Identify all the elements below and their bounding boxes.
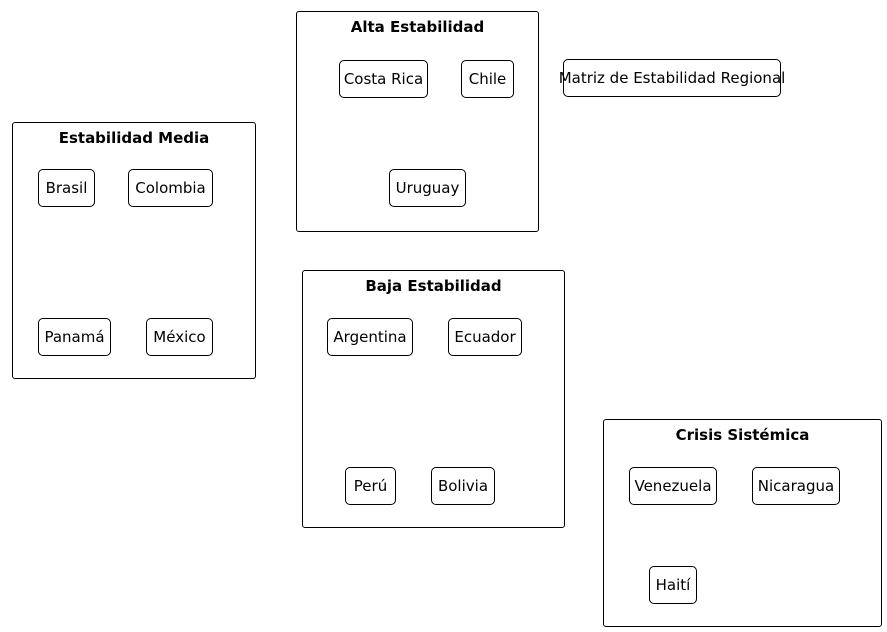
node-uruguay: Uruguay [389,169,466,207]
node-haiti-label: Haití [655,576,691,594]
node-ecuador-label: Ecuador [454,328,516,346]
node-bolivia: Bolivia [431,467,495,505]
node-panama: Panamá [38,318,111,356]
node-mexico-label: México [153,328,206,346]
group-baja-estabilidad: Baja Estabilidad Argentina Ecuador Perú … [302,270,565,528]
group-alta-estabilidad-title: Alta Estabilidad [350,18,485,36]
node-nicaragua: Nicaragua [752,467,840,505]
node-colombia-label: Colombia [135,179,206,197]
node-venezuela: Venezuela [629,467,717,505]
node-bolivia-label: Bolivia [437,477,489,495]
node-costa-rica: Costa Rica [339,60,428,98]
group-estabilidad-media-title: Estabilidad Media [58,129,210,147]
node-mexico: México [146,318,213,356]
node-panama-label: Panamá [44,328,105,346]
node-costa-rica-label: Costa Rica [343,70,424,88]
node-peru-label: Perú [353,477,388,495]
node-peru: Perú [345,467,396,505]
node-chile: Chile [461,60,514,98]
group-estabilidad-media: Estabilidad Media Brasil Colombia Panamá… [12,122,256,379]
group-alta-estabilidad: Alta Estabilidad Costa Rica Chile Urugua… [296,11,539,232]
node-colombia: Colombia [128,169,213,207]
matrix-title-label: Matriz de Estabilidad Regional [558,69,786,87]
node-argentina-label: Argentina [333,328,407,346]
group-crisis-sistemica-title: Crisis Sistémica [675,426,810,444]
node-chile-label: Chile [468,70,507,88]
node-haiti: Haití [649,566,697,604]
node-ecuador: Ecuador [448,318,522,356]
node-brasil: Brasil [38,169,95,207]
group-baja-estabilidad-title: Baja Estabilidad [365,277,502,295]
node-venezuela-label: Venezuela [634,477,712,495]
group-crisis-sistemica: Crisis Sistémica Venezuela Nicaragua Hai… [603,419,882,627]
node-argentina: Argentina [327,318,413,356]
node-nicaragua-label: Nicaragua [757,477,835,495]
matrix-title-node: Matriz de Estabilidad Regional [559,59,785,97]
node-brasil-label: Brasil [45,179,88,197]
node-uruguay-label: Uruguay [395,179,460,197]
